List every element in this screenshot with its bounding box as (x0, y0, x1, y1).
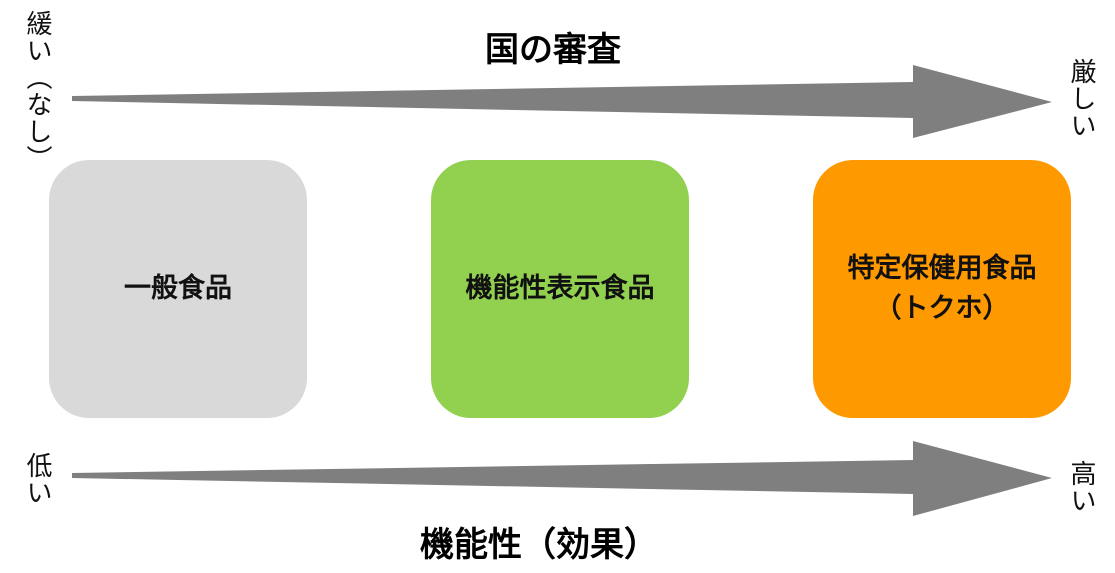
category-sublabel: （トクホ） (874, 293, 1010, 324)
category-box-functional-food: 機能性表示食品 (431, 160, 689, 418)
category-label: 機能性表示食品 (465, 273, 655, 304)
top-title: 国の審査 (485, 30, 621, 70)
top-left-label: 緩い（なし） (22, 10, 52, 172)
bottom-left-label: 低い (22, 452, 52, 506)
bottom-arrow (72, 441, 1052, 516)
top-right-label: 厳しい (1066, 58, 1096, 139)
category-box-tokuho: 特定保健用食品 （トクホ） (813, 160, 1071, 418)
category-box-general-food: 一般食品 (49, 160, 307, 418)
category-label: 特定保健用食品 (847, 253, 1037, 284)
bottom-right-label: 高い (1066, 460, 1096, 514)
category-label: 一般食品 (124, 273, 232, 304)
top-arrow (72, 65, 1052, 138)
bottom-title: 機能性（効果） (420, 525, 658, 565)
